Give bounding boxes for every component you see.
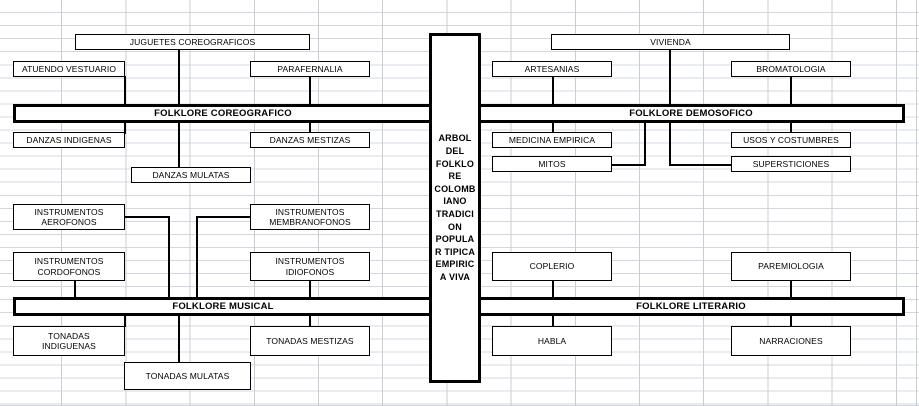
node-bromatologia[interactable]: BROMATOLOGIA [731, 61, 851, 77]
connector-medicina-empirica-stub [552, 122, 554, 134]
node-coplerio[interactable]: COPLERIO [492, 252, 612, 281]
connector-tonadas-indiguenas-stub [124, 315, 126, 327]
connector-tonadas-mestizas-stub [309, 315, 311, 327]
node-atuendo-vestuario[interactable]: ATUENDO VESTUARIO [13, 61, 125, 77]
connector-membranofonos-drop [196, 216, 198, 300]
node-instrumentos-membranofonos[interactable]: INSTRUMENTOS MEMBRANOFONOS [250, 204, 370, 230]
connector-artesanias-to-bar [552, 76, 554, 107]
node-instrumentos-idiofonos[interactable]: INSTRUMENTOS IDIOFONOS [250, 252, 370, 281]
node-usos-y-costumbres[interactable]: USOS Y COSTUMBRES [731, 132, 851, 148]
node-danzas-mestizas[interactable]: DANZAS MESTIZAS [250, 132, 370, 148]
node-mitos[interactable]: MITOS [492, 156, 612, 172]
connector-supersticiones-rise [669, 122, 671, 166]
node-tonadas-mestizas[interactable]: TONADAS MESTIZAS [250, 326, 370, 356]
connector-vivienda-to-bar [669, 47, 671, 107]
trunk-central-node: ARBOL DEL FOLKLO RE COLOMB IANO TRADICI … [429, 33, 481, 383]
node-habla[interactable]: HABLA [492, 326, 612, 356]
node-juguetes-coreograficos[interactable]: JUGUETES COREOGRAFICOS [75, 34, 310, 50]
bar-folklore-literario[interactable]: FOLKLORE LITERARIO [477, 297, 905, 316]
node-danzas-indigenas[interactable]: DANZAS INDIGENAS [13, 132, 125, 148]
connector-mitos-horizontal [604, 164, 646, 166]
node-artesanias[interactable]: ARTESANIAS [492, 61, 612, 77]
bar-folklore-musical[interactable]: FOLKLORE MUSICAL [13, 297, 433, 316]
node-instrumentos-aerofonos[interactable]: INSTRUMENTOS AEROFONOS [13, 204, 125, 230]
connector-mitos-rise [644, 122, 646, 166]
node-medicina-empirica[interactable]: MEDICINA EMPIRICA [492, 132, 612, 148]
connector-habla-stub [552, 315, 554, 327]
connector-coplerio-to-bar [552, 281, 554, 300]
node-instrumentos-cordofonos[interactable]: INSTRUMENTOS CORDOFONOS [13, 252, 125, 281]
node-parafernalia[interactable]: PARAFERNALIA [250, 61, 370, 77]
connector-parafernalia-to-bar [309, 76, 311, 107]
connector-atuendo-to-bar [124, 76, 126, 107]
connector-tonadas-mulatas-to-bar [178, 315, 180, 363]
connector-aerofonos-horizontal [124, 216, 170, 218]
connector-paremiologia-to-bar [790, 281, 792, 300]
connector-idiofonos-drop [309, 281, 311, 300]
connector-juguetes-to-bar [178, 47, 180, 107]
connector-danzas-mestizas-stub [309, 122, 311, 134]
node-vivienda[interactable]: VIVIENDA [551, 34, 790, 50]
node-paremiologia[interactable]: PAREMIOLOGIA [731, 252, 851, 281]
node-tonadas-mulatas[interactable]: TONADAS MULATAS [124, 362, 251, 390]
bar-folklore-demosofico[interactable]: FOLKLORE DEMOSOFICO [477, 104, 905, 123]
connector-narraciones-stub [790, 315, 792, 327]
bar-folklore-coreografico[interactable]: FOLKLORE COREOGRAFICO [13, 104, 433, 123]
node-supersticiones[interactable]: SUPERSTICIONES [731, 156, 851, 172]
connector-danzas-indigenas-stub [124, 122, 126, 134]
node-narraciones[interactable]: NARRACIONES [731, 326, 851, 356]
node-danzas-mulatas[interactable]: DANZAS MULATAS [131, 167, 251, 183]
connector-supersticiones-horizontal [669, 164, 731, 166]
connector-membranofonos-horizontal [196, 216, 252, 218]
connector-bromatologia-to-bar [790, 76, 792, 107]
connector-danzas-mulatas-to-bar [178, 122, 180, 169]
connector-usos-costumbres-stub [790, 122, 792, 134]
connector-cordofonos-drop [74, 281, 76, 300]
connector-aerofonos-drop [168, 216, 170, 300]
node-tonadas-indiguenas[interactable]: TONADAS INDIGUENAS [13, 326, 125, 356]
